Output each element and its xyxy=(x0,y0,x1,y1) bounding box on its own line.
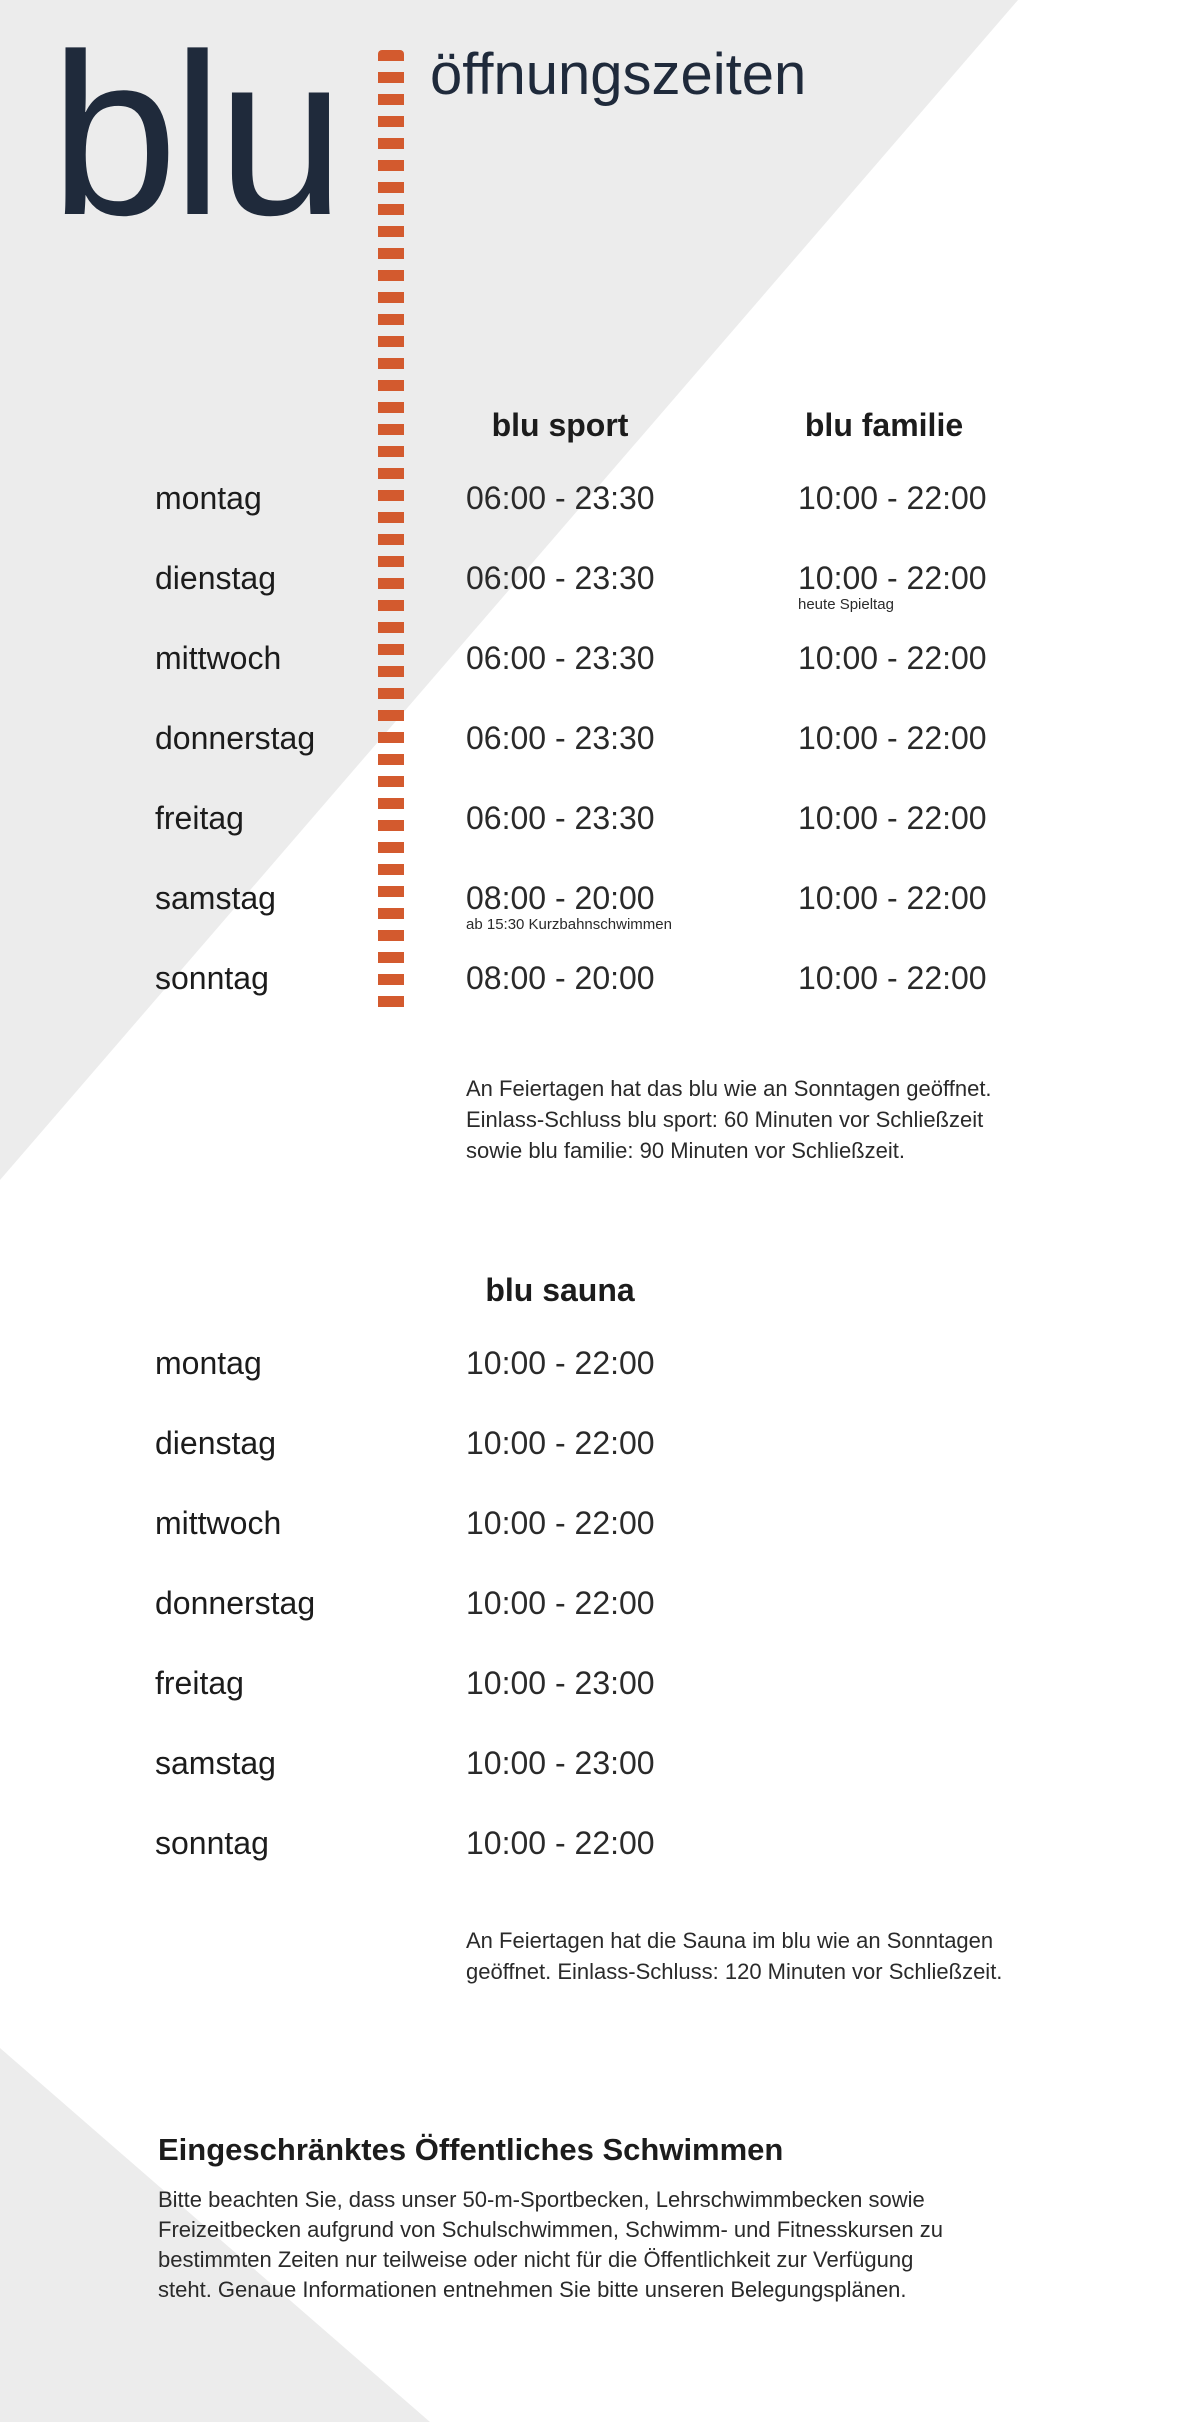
holiday-note-sauna: An Feiertagen hat die Sauna im blu wie a… xyxy=(466,1925,1106,1987)
sauna-time: 10:00 - 22:00 xyxy=(466,1345,655,1381)
sauna-time: 10:00 - 22:00 xyxy=(466,1425,655,1461)
day-label: freitag xyxy=(155,1665,244,1701)
day-label: mittwoch xyxy=(155,640,282,676)
background-triangle-top xyxy=(0,0,1018,1180)
day-label: montag xyxy=(155,480,262,516)
sport-time: 06:00 - 23:30 xyxy=(466,800,655,836)
day-label: samstag xyxy=(155,880,276,916)
sport-time: 06:00 - 23:30 xyxy=(466,640,655,676)
sport-time: 06:00 - 23:30 xyxy=(466,480,655,516)
sauna-time: 10:00 - 22:00 xyxy=(466,1825,655,1861)
familie-time: 10:00 - 22:00 xyxy=(798,640,987,676)
day-label: dienstag xyxy=(155,560,276,596)
dashed-accent-line xyxy=(378,50,404,1015)
familie-time: 10:00 - 22:00 xyxy=(798,560,987,596)
sauna-time: 10:00 - 22:00 xyxy=(466,1585,655,1621)
column-header-familie: blu familie xyxy=(804,407,964,443)
familie-time: 10:00 - 22:00 xyxy=(798,960,987,996)
restriction-line: Freizeitbecken aufgrund von Schulschwimm… xyxy=(158,2217,943,2242)
familie-time: 10:00 - 22:00 xyxy=(798,880,987,916)
page-title: öffnungszeiten xyxy=(430,42,807,107)
restriction-line: steht. Genaue Informationen entnehmen Si… xyxy=(158,2277,907,2302)
note-line: An Feiertagen hat die Sauna im blu wie a… xyxy=(466,1928,994,1953)
restriction-line: Bitte beachten Sie, dass unser 50-m-Spor… xyxy=(158,2187,925,2212)
day-label: donnerstag xyxy=(155,720,316,756)
sport-time: 08:00 - 20:00 xyxy=(466,880,655,916)
familie-time: 10:00 - 22:00 xyxy=(798,720,987,756)
sport-sub-note: ab 15:30 Kurzbahnschwimmen xyxy=(466,916,672,933)
day-label: dienstag xyxy=(155,1425,276,1461)
day-label: sonntag xyxy=(155,960,269,996)
day-label: montag xyxy=(155,1345,262,1381)
day-label: samstag xyxy=(155,1745,276,1781)
sauna-time: 10:00 - 23:00 xyxy=(466,1665,655,1701)
note-line: Einlass-Schluss blu sport: 60 Minuten vo… xyxy=(466,1107,984,1132)
sport-time: 06:00 - 23:30 xyxy=(466,560,655,596)
sport-time: 08:00 - 20:00 xyxy=(466,960,655,996)
restriction-body: Bitte beachten Sie, dass unser 50-m-Spor… xyxy=(158,2185,1058,2305)
column-header-sport: blu sport xyxy=(491,407,629,443)
restriction-title: Eingeschränktes Öffentliches Schwimmen xyxy=(158,2132,784,2167)
restriction-line: bestimmten Zeiten nur teilweise oder nic… xyxy=(158,2247,914,2272)
blu-logo: blu xyxy=(50,6,345,263)
day-label: mittwoch xyxy=(155,1505,282,1541)
note-line: sowie blu familie: 90 Minuten vor Schlie… xyxy=(466,1138,905,1163)
column-header-sauna: blu sauna xyxy=(485,1272,635,1308)
sauna-time: 10:00 - 23:00 xyxy=(466,1745,655,1781)
familie-time: 10:00 - 22:00 xyxy=(798,800,987,836)
sauna-time: 10:00 - 22:00 xyxy=(466,1505,655,1541)
familie-time: 10:00 - 22:00 xyxy=(798,480,987,516)
familie-sub-note: heute Spieltag xyxy=(798,596,894,613)
background-triangle-bottom xyxy=(0,2048,430,2422)
note-line: geöffnet. Einlass-Schluss: 120 Minuten v… xyxy=(466,1959,1003,1984)
note-line: An Feiertagen hat das blu wie an Sonntag… xyxy=(466,1076,992,1101)
sport-time: 06:00 - 23:30 xyxy=(466,720,655,756)
day-label: sonntag xyxy=(155,1825,269,1861)
day-label: freitag xyxy=(155,800,244,836)
holiday-note-main: An Feiertagen hat das blu wie an Sonntag… xyxy=(466,1073,1106,1166)
day-label: donnerstag xyxy=(155,1585,316,1621)
